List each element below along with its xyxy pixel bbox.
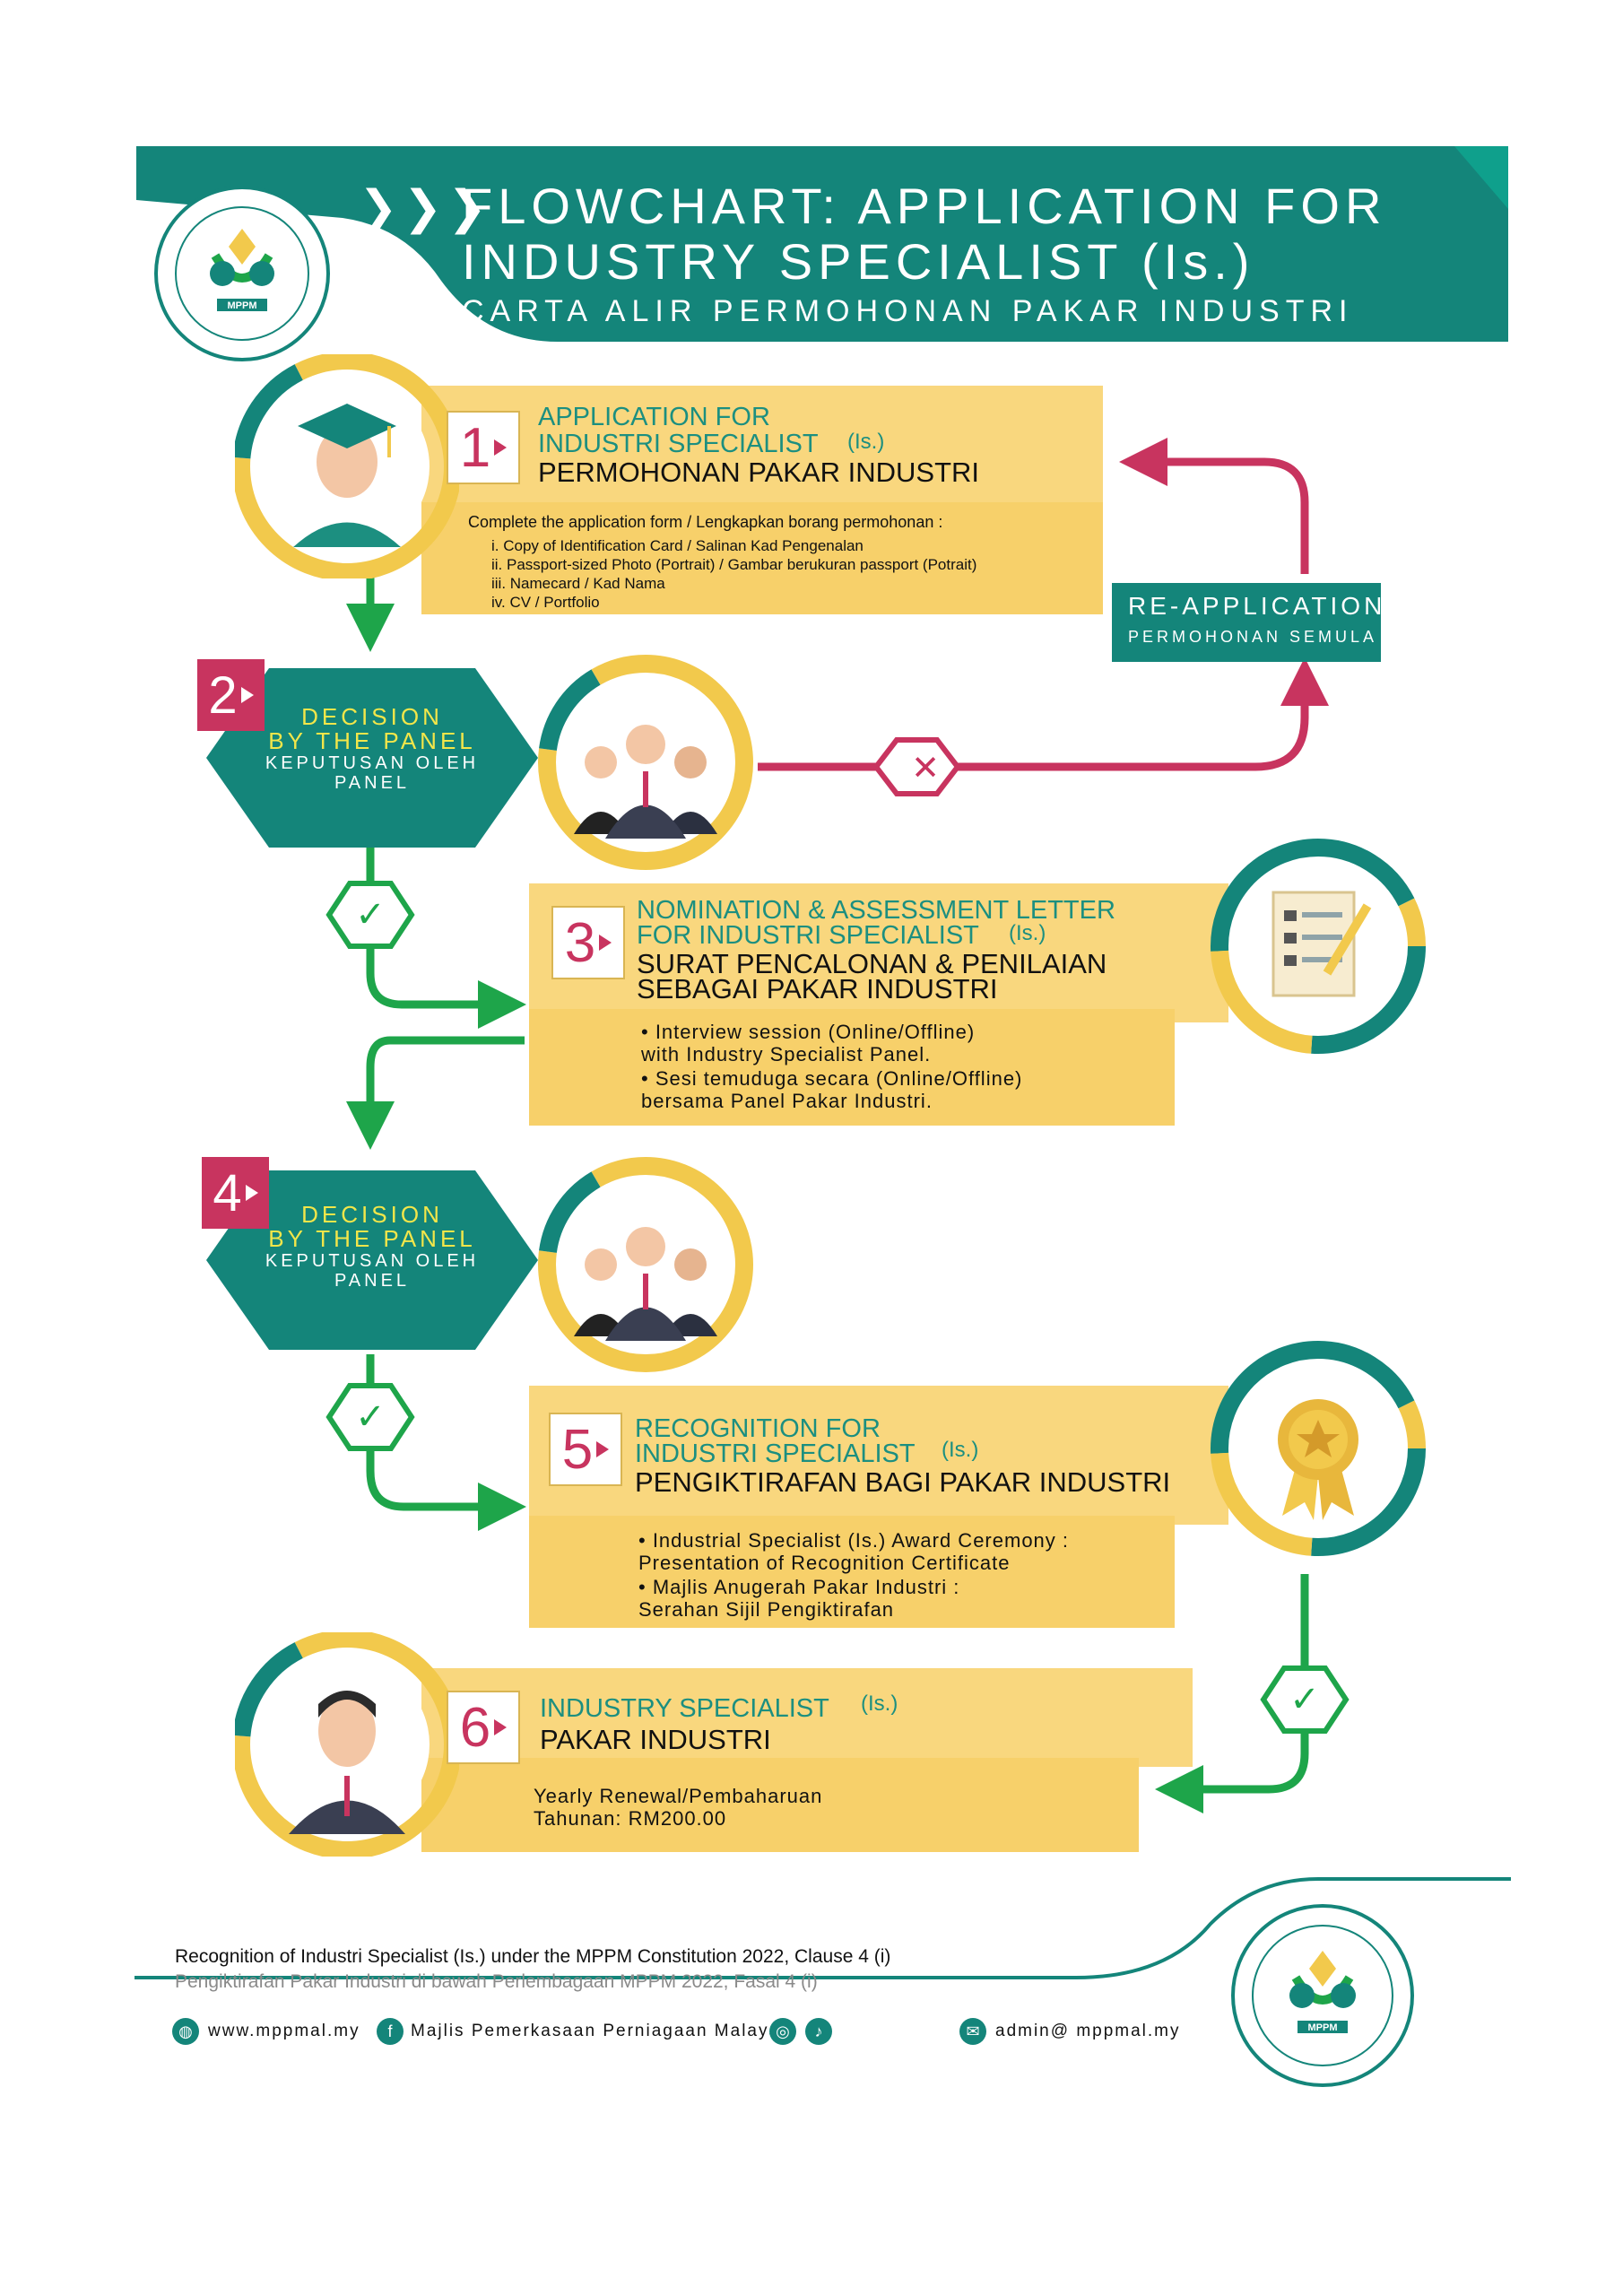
step1-title-suffix: (Is.): [847, 430, 885, 454]
step5-panel: [529, 1386, 1228, 1525]
step4-sub-line1: KEPUTUSAN OLEH: [265, 1251, 480, 1271]
footer-note-ms: Pengiktirafan Pakar Industri di bawah Pe…: [175, 1971, 818, 1992]
step1-item: ii. Passport-sized Photo (Portrait) / Ga…: [491, 556, 977, 573]
svg-text:MPPM: MPPM: [1308, 2022, 1338, 2033]
globe-icon: ◍: [172, 2018, 199, 2045]
step5-bullet: Presentation of Recognition Certificate: [638, 1552, 1011, 1574]
step6-renewal-line1: Yearly Renewal/Pembaharuan: [534, 1785, 823, 1807]
reapplication-box: [1112, 583, 1381, 662]
step6-panel: [421, 1668, 1193, 1767]
instagram-icon[interactable]: ◎: [769, 2018, 796, 2045]
svg-text:MPPM: MPPM: [228, 300, 257, 311]
step6-subtitle: PAKAR INDUSTRI: [540, 1724, 771, 1755]
page-subtitle: CARTA ALIR PERMOHONAN PAKAR INDUSTRI: [462, 294, 1354, 328]
step4-sub-line2: PANEL: [334, 1271, 411, 1291]
step1-title-line2: INDUSTRI SPECIALIST: [538, 430, 819, 458]
step3-subtitle-line1: SURAT PENCALONAN & PENILAIAN: [637, 948, 1107, 979]
step3-panel: [529, 883, 1228, 1022]
step4-title-line1: DECISION: [301, 1201, 443, 1228]
step3-bullet: bersama Panel Pakar Industri.: [641, 1090, 933, 1112]
step5-bullet: Serahan Sijil Pengiktirafan: [638, 1598, 895, 1621]
document-pen-icon: [1211, 839, 1426, 1054]
specialist-avatar-icon: [235, 1632, 459, 1857]
reject-icon: ✕: [911, 749, 940, 787]
step5-subtitle: PENGIKTIRAFAN BAGI PAKAR INDUSTRI: [635, 1466, 1171, 1498]
tiktok-icon[interactable]: ♪: [805, 2018, 832, 2045]
step3-title-line2: FOR INDUSTRI SPECIALIST: [637, 921, 979, 950]
mppm-logo-footer: MPPM: [1231, 1904, 1414, 2087]
footer-divider: [135, 1877, 1511, 1979]
step4-diamond: [206, 1170, 538, 1350]
step6-renewal-line2: Tahunan: RM200.00: [534, 1807, 727, 1830]
step3-detail-panel: [529, 1009, 1175, 1126]
step6-detail-panel: [421, 1758, 1139, 1852]
panel-people-icon: [538, 1157, 753, 1372]
header-arrows: ❯❯❯: [359, 182, 492, 234]
step3-number-badge: 3: [551, 906, 625, 979]
approve-icon: ✓: [355, 895, 386, 935]
page-title-line2: INDUSTRY SPECIALIST (Is.): [462, 233, 1255, 290]
step1-number-badge: 1: [447, 411, 520, 484]
step4-number-badge: 4: [202, 1157, 269, 1229]
award-medal-icon: [1211, 1341, 1426, 1556]
step1-title-line1: APPLICATION FOR: [538, 403, 770, 431]
step1-subtitle: PERMOHONAN PAKAR INDUSTRI: [538, 457, 980, 488]
step3-title-suffix: (Is.): [1009, 921, 1046, 945]
email-link[interactable]: admin@ mppmal.my: [995, 2022, 1181, 2040]
step5-number-badge: 5: [549, 1413, 622, 1486]
step1-panel: [421, 386, 1103, 520]
email-icon: ✉: [959, 2018, 986, 2045]
step1-item: iii. Namecard / Kad Nama: [491, 575, 665, 592]
step2-sub-line1: KEPUTUSAN OLEH: [265, 753, 480, 773]
step6-title-suffix: (Is.): [861, 1692, 898, 1716]
step2-title-line1: DECISION: [301, 703, 443, 730]
panel-people-icon: [538, 655, 753, 870]
step5-title-line1: RECOGNITION FOR: [635, 1414, 881, 1443]
step2-number-badge: 2: [197, 659, 265, 731]
step3-bullet: • Interview session (Online/Offline): [641, 1021, 976, 1043]
page-title-line1: FLOWCHART: APPLICATION FOR: [462, 178, 1387, 234]
step4-title-line2: BY THE PANEL: [268, 1225, 476, 1252]
step1-detail-panel: [421, 502, 1103, 614]
step5-bullet: • Industrial Specialist (Is.) Award Cere…: [638, 1529, 1070, 1552]
approve-icon: ✓: [355, 1397, 386, 1437]
step1-intro: Complete the application form / Lengkapk…: [468, 513, 943, 531]
mppm-logo: MPPM: [154, 186, 330, 361]
step2-title-line2: BY THE PANEL: [268, 727, 476, 754]
step2-diamond: [206, 668, 538, 848]
step3-bullet: with Industry Specialist Panel.: [641, 1043, 932, 1065]
step6-number-badge: 6: [447, 1691, 520, 1764]
footer-note-en: Recognition of Industri Specialist (Is.)…: [175, 1946, 891, 1967]
step5-bullet: • Majlis Anugerah Pakar Industri :: [638, 1576, 960, 1598]
reapplication-sublabel: PERMOHONAN SEMULA: [1128, 628, 1378, 646]
step5-detail-panel: [529, 1516, 1175, 1628]
step5-title-line2: INDUSTRI SPECIALIST: [635, 1439, 916, 1468]
approve-icon: ✓: [1289, 1680, 1320, 1719]
step1-item: i. Copy of Identification Card / Salinan…: [491, 537, 864, 554]
step3-subtitle-line2: SEBAGAI PAKAR INDUSTRI: [637, 973, 998, 1004]
step5-title-suffix: (Is.): [942, 1438, 979, 1462]
step1-item: iv. CV / Portfolio: [491, 594, 600, 611]
step3-bullet: • Sesi temuduga secara (Online/Offline): [641, 1067, 1023, 1090]
step3-title-line1: NOMINATION & ASSESSMENT LETTER: [637, 896, 1115, 925]
reapplication-label: RE-APPLICATION: [1128, 592, 1386, 620]
step2-sub-line2: PANEL: [334, 773, 411, 793]
facebook-icon[interactable]: f: [377, 2018, 404, 2045]
website-link[interactable]: www.mppmal.my: [208, 2022, 360, 2040]
graduate-avatar-icon: [235, 354, 459, 578]
facebook-link[interactable]: Majlis Pemerkasaan Perniagaan Malaysia: [411, 2022, 796, 2040]
step6-title: INDUSTRY SPECIALIST: [540, 1694, 829, 1723]
